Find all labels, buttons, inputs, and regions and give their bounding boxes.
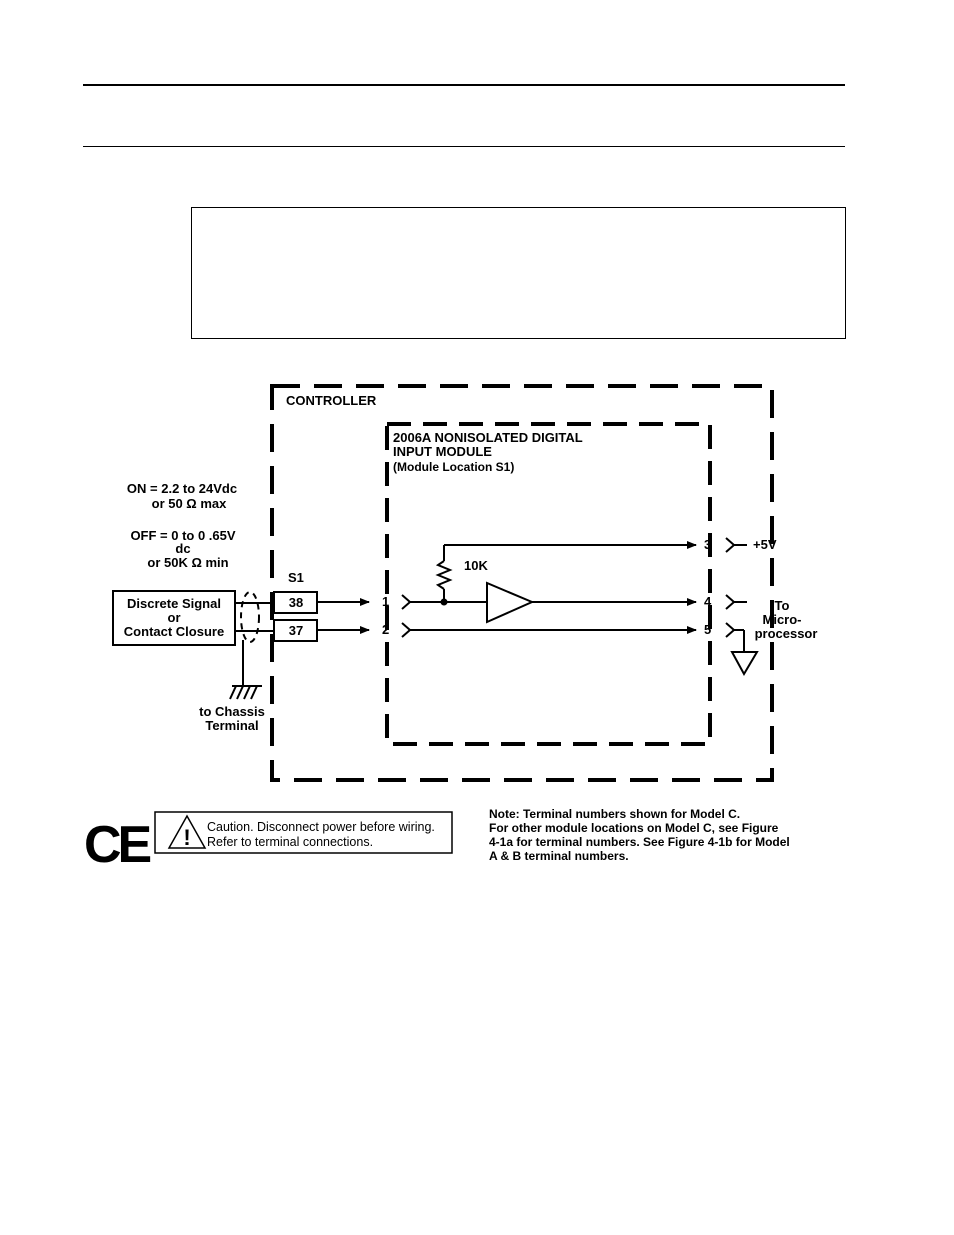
pin-5-connector [725,622,736,638]
header-rule-bottom [83,146,845,147]
module-title-1: 2006A NONISOLATED DIGITAL [393,430,583,445]
buffer-amplifier [486,581,535,624]
module-boundary [385,422,712,746]
controller-label: CONTROLLER [286,393,377,408]
note-line-3: 4-1a for terminal numbers. See Figure 4-… [489,835,790,849]
note-line-2: For other module locations on Model C, s… [489,821,779,835]
pin-2-label: 2 [382,622,389,637]
chassis-label-1: to Chassis [199,704,265,719]
terminal-37-label: 37 [289,623,303,638]
note-line-4: A & B terminal numbers. [489,849,629,863]
pin-3-label: 3 [704,537,711,552]
pin-4-label: 4 [704,594,712,609]
pullup-resistor [435,560,453,590]
s1-label: S1 [288,570,304,585]
on-spec-2: or 50 Ω max [152,496,228,511]
caution-line-1: Caution. Disconnect power before wiring. [207,820,435,834]
warning-exclamation: ! [183,825,190,850]
module-location: (Module Location S1) [393,460,514,474]
cable-shield [240,591,260,643]
on-spec-1: ON = 2.2 to 24Vdc [127,481,237,496]
caution-line-2: Refer to terminal connections. [207,835,373,849]
pin-5-label: 5 [704,622,711,637]
chassis-ground-symbol [229,685,262,700]
dest-line-1: To [775,598,790,613]
header-rule-top [83,84,845,86]
source-line-2: or [168,610,181,625]
chassis-label-2: Terminal [205,718,258,733]
terminal-38-label: 38 [289,595,303,610]
dest-line-2: Micro- [763,612,802,627]
module-title-2: INPUT MODULE [393,444,492,459]
resistor-label: 10K [464,558,488,573]
ce-mark: CE [84,816,151,874]
pin-4-connector [725,594,736,610]
pin-2-connector [401,622,412,638]
signal-source-box [112,590,236,646]
supply-label: +5V [753,537,777,552]
blank-notice-box [191,207,846,339]
signal-ground-symbol [730,651,759,677]
off-spec-3: or 50K Ω min [147,555,228,570]
pin-1-connector [401,594,412,610]
dest-line-3: processor [755,626,818,641]
warning-triangle-icon [167,814,207,849]
source-line-1: Discrete Signal [127,596,221,611]
pin-1-label: 1 [382,594,389,609]
controller-boundary [270,384,774,782]
off-spec-2: dc [175,541,190,556]
source-line-3: Contact Closure [124,624,224,639]
pin-3-connector [725,537,736,553]
off-spec-1: OFF = 0 to 0 .65V [130,528,235,543]
note-line-1: Note: Terminal numbers shown for Model C… [489,807,740,821]
